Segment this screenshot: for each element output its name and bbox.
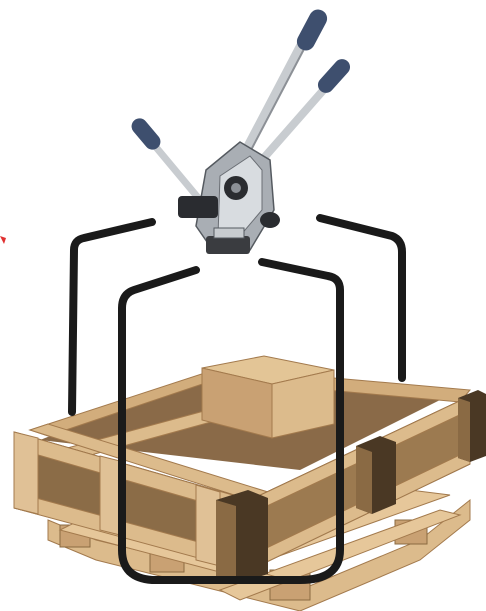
tool-knob (260, 212, 280, 228)
corner-post-face (458, 398, 470, 462)
tool-base (206, 236, 250, 254)
crate-front-frame-left (14, 432, 38, 514)
corner-post-face (216, 500, 236, 584)
tool-mechanism (178, 196, 218, 218)
corner-post-face (356, 446, 372, 514)
tool-base-plate (214, 228, 244, 238)
tool-wheel-hub (231, 183, 241, 193)
